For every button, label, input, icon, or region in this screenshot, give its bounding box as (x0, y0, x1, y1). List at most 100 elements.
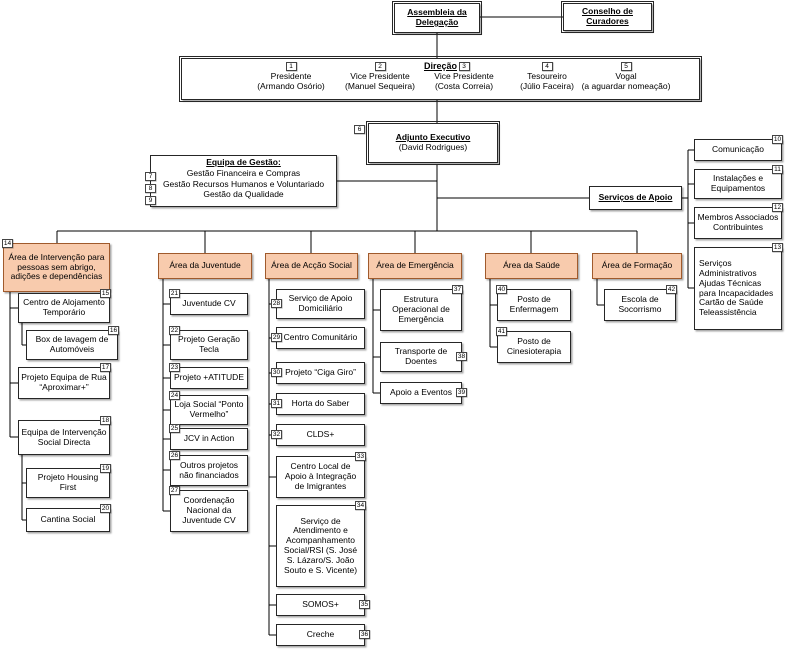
node-label: CLDS+ (306, 429, 335, 440)
member-role: Vice Presidente (434, 71, 494, 81)
node-number-badge: 25 (169, 424, 180, 433)
node-label: Coordenação Nacional da Juventude CV (182, 495, 236, 525)
node-number-badge: 33 (355, 452, 366, 461)
area-saude: Área da Saúde (485, 253, 578, 279)
node-number-badge: 30 (271, 368, 282, 377)
node-creche: 36 Creche (276, 624, 370, 646)
member-role: Vice Presidente (350, 71, 410, 81)
node-number-badge: 29 (271, 333, 282, 342)
node-title: Adjunto Executivo (395, 132, 471, 143)
area-title: Área de Intervenção para pessoas sem abr… (8, 251, 105, 282)
node-number-badge: 22 (169, 326, 180, 335)
node-number-badge: 3 (458, 62, 470, 71)
node-label: Projeto Geração Tecla (178, 334, 240, 354)
node-clds: 32 CLDS+ (271, 424, 365, 446)
member-role: Presidente (270, 71, 312, 81)
node-number-badge: 6 (354, 125, 365, 134)
node-label: Loja Social “Ponto Vermelho” (174, 399, 244, 419)
node-label: Projeto +ATITUDE (174, 372, 244, 383)
node-centro-alojamento-temporario: 15 Centro de Alojamento Temporário (18, 289, 111, 323)
area-title: Área de Emergência (376, 260, 454, 271)
node-label: Creche (306, 629, 335, 640)
area-title: Área de Acção Social (271, 260, 352, 271)
node-number-badge: 1 (285, 62, 297, 71)
node-coordenacao-nacional-juventude-cv: 27 Coordenação Nacional da Juventude CV (169, 486, 248, 532)
node-label: Conselho de Curadores (581, 6, 633, 26)
node-label: Comunicação (712, 144, 764, 155)
node-label: Membros Associados Contribuintes (697, 212, 779, 232)
node-number-badge: 26 (169, 451, 180, 460)
node-number-badge: 28 (271, 299, 282, 308)
member-role: Vogal (615, 71, 637, 81)
node-label: (David Rodrigues) (398, 142, 468, 152)
area-formacao: Área de Formação (592, 253, 682, 279)
gestao-item: Gestão Financeira e Compras (186, 167, 301, 178)
node-number-badge: 13 (772, 243, 783, 252)
node-number-badge: 36 (359, 630, 370, 639)
area-title: Área da Juventude (169, 260, 241, 271)
node-label: Serviços de Apoio (598, 192, 673, 203)
node-number-badge: 38 (456, 352, 467, 361)
node-number-badge: 21 (169, 289, 180, 298)
member-vice-presidente-1: 2 Vice Presidente (Manuel Sequeira) (330, 62, 430, 92)
node-posto-de-cinesioterapia: 41 Posto de Cinesioterapia (496, 327, 571, 363)
node-projeto-equipa-de-rua: 17 Projeto Equipa de Rua “Aproximar+” (18, 363, 111, 399)
node-box-lavagem-automoveis: 16 Box de lavagem de Automóveis (26, 326, 119, 360)
node-label: Centro de Alojamento Temporário (23, 297, 105, 317)
member-name: (a aguardar nomeação) (581, 81, 671, 92)
node-centro-comunitario: 29 Centro Comunitário (271, 327, 365, 349)
node-number-badge: 37 (452, 285, 463, 294)
node-transporte-de-doentes: 38 Transporte de Doentes (380, 342, 467, 372)
node-label: Box de lavagem de Automóveis (35, 334, 109, 354)
node-instalacoes-e-equipamentos: 11 Instalações e Equipamentos (694, 165, 783, 199)
node-label: Projeto “Ciga Giro” (285, 367, 356, 378)
node-number-badge: 15 (100, 289, 111, 298)
node-label: Cantina Social (40, 514, 96, 525)
node-number-badge: 12 (772, 203, 783, 212)
node-label: Centro Comunitário (283, 332, 358, 343)
node-number-badge: 2 (374, 62, 386, 71)
node-title: Equipa de Gestão: (206, 157, 281, 167)
node-number-badge: 41 (496, 327, 507, 336)
node-number-badge: 10 (772, 135, 783, 144)
node-label: Horta do Saber (291, 398, 350, 409)
node-equipa-de-gestao: 7 8 9 Equipa de Gestão: Gestão Financeir… (145, 155, 337, 207)
node-number-badge: 14 (2, 239, 13, 248)
node-number-badge: 5 (620, 62, 632, 71)
node-label: Transporte de Doentes (394, 346, 448, 366)
node-label: Apoio a Eventos (390, 387, 452, 398)
node-label: Serviços Administrativos Ajudas Técnicas… (699, 258, 774, 318)
member-name: (Manuel Sequeira) (345, 81, 415, 92)
node-servicos-de-apoio: Serviços de Apoio (589, 186, 682, 210)
node-number-badge: 11 (772, 165, 783, 174)
node-number-badge: 17 (100, 363, 111, 372)
gestao-item: Gestão da Qualidade (203, 189, 284, 200)
node-number-badge: 35 (359, 600, 370, 609)
node-posto-de-enfermagem: 40 Posto de Enfermagem (496, 285, 571, 321)
node-number-badge: 34 (355, 501, 366, 510)
node-number-badge: 19 (100, 464, 111, 473)
node-label: Assembleia da Delegação (407, 7, 467, 27)
node-adjunto-executivo: 6 Adjunto Executivo (David Rodrigues) (354, 121, 500, 165)
node-label: Escola de Socorrismo (618, 294, 662, 314)
node-projeto-ciga-giro: 30 Projeto “Ciga Giro” (271, 362, 365, 384)
node-estrutura-operacional-emergencia: 37 Estrutura Operacional de Emergência (380, 285, 463, 331)
node-number-badge: 24 (169, 391, 180, 400)
node-cantina-social: 20 Cantina Social (26, 504, 111, 532)
node-label: Posto de Enfermagem (509, 294, 559, 314)
gestao-item: Gestão Recursos Humanos e Voluntariado (162, 178, 325, 189)
direcao-title: Direção (423, 61, 458, 71)
area-accao-social: Área de Acção Social (265, 253, 358, 279)
node-label: SOMOS+ (302, 599, 339, 610)
area-intervencao: 14 Área de Intervenção para pessoas sem … (2, 239, 110, 292)
area-title: Área da Saúde (503, 260, 560, 271)
node-number-badge: 8 (145, 184, 156, 193)
node-membros-associados-contribuintes: 12 Membros Associados Contribuintes (694, 203, 783, 239)
node-loja-social-ponto-vermelho: 24 Loja Social “Ponto Vermelho” (169, 391, 248, 425)
node-apoio-a-eventos: 39 Apoio a Eventos (380, 382, 467, 404)
node-assembleia-da-delegacao: Assembleia da Delegação (392, 1, 482, 35)
node-number-badge: 23 (169, 363, 180, 372)
node-number-badge: 7 (145, 172, 156, 181)
